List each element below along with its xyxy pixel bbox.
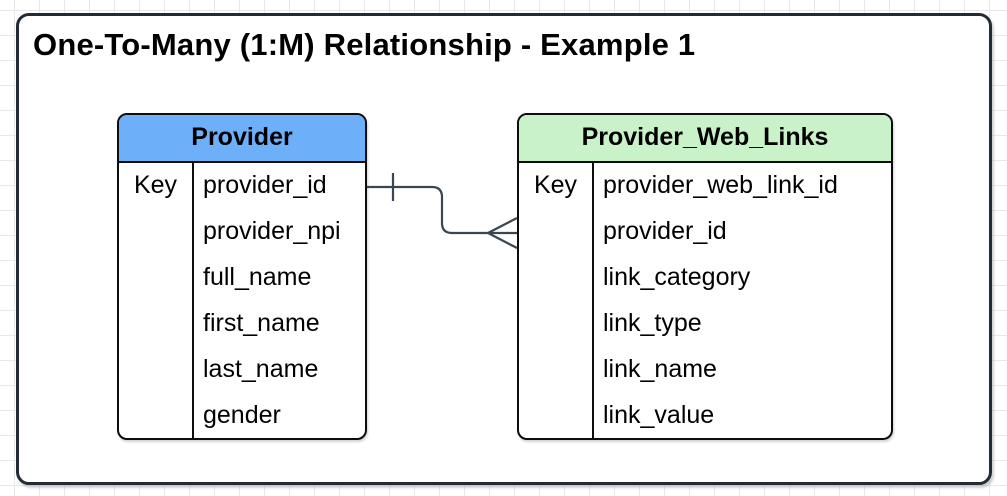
table-row: link_value [519, 392, 891, 438]
provider-table-header: Provider [119, 115, 365, 163]
diagram-title: One-To-Many (1:M) Relationship - Example… [33, 27, 696, 62]
key-cell [119, 208, 194, 255]
entity-table-provider-web-links[interactable]: Provider_Web_Links Key provider_web_link… [517, 113, 893, 440]
field-cell: link_name [603, 354, 717, 383]
key-cell: Key [119, 162, 194, 209]
key-cell [519, 300, 594, 347]
key-cell [519, 346, 594, 393]
entity-table-provider[interactable]: Provider Key provider_id provider_npi fu… [117, 113, 367, 440]
table-row: provider_id [519, 208, 891, 255]
key-cell [119, 392, 194, 438]
field-cell: full_name [203, 262, 312, 291]
table-row: full_name [119, 254, 365, 301]
table-row: link_category [519, 254, 891, 301]
key-cell [119, 346, 194, 393]
connector-line [367, 185, 488, 235]
field-cell: provider_id [603, 216, 727, 245]
table-row: Key provider_web_link_id [519, 162, 891, 209]
key-cell [119, 300, 194, 347]
key-cell [119, 254, 194, 301]
table-row: Key provider_id [119, 162, 365, 209]
many-cardinality-crowfoot-icon [487, 217, 518, 249]
field-cell: first_name [203, 308, 320, 337]
field-cell: provider_web_link_id [603, 170, 838, 199]
key-cell: Key [519, 162, 594, 209]
table-row: first_name [119, 300, 365, 347]
table-row: link_name [519, 346, 891, 393]
field-cell: last_name [203, 354, 319, 383]
relationship-connector[interactable] [360, 165, 525, 260]
field-cell: link_category [603, 262, 751, 291]
field-cell: provider_id [203, 170, 327, 199]
provider-table-body: Key provider_id provider_npi full_name f… [119, 162, 365, 438]
web-links-table-header: Provider_Web_Links [519, 115, 891, 163]
table-row: gender [119, 392, 365, 438]
table-row: last_name [119, 346, 365, 393]
key-cell [519, 254, 594, 301]
table-row: link_type [519, 300, 891, 347]
key-cell [519, 392, 594, 438]
field-cell: gender [203, 400, 281, 429]
web-links-table-body: Key provider_web_link_id provider_id lin… [519, 162, 891, 438]
field-cell: link_type [603, 308, 702, 337]
table-row: provider_npi [119, 208, 365, 255]
key-cell [519, 208, 594, 255]
field-cell: link_value [603, 400, 715, 429]
field-cell: provider_npi [203, 216, 341, 245]
